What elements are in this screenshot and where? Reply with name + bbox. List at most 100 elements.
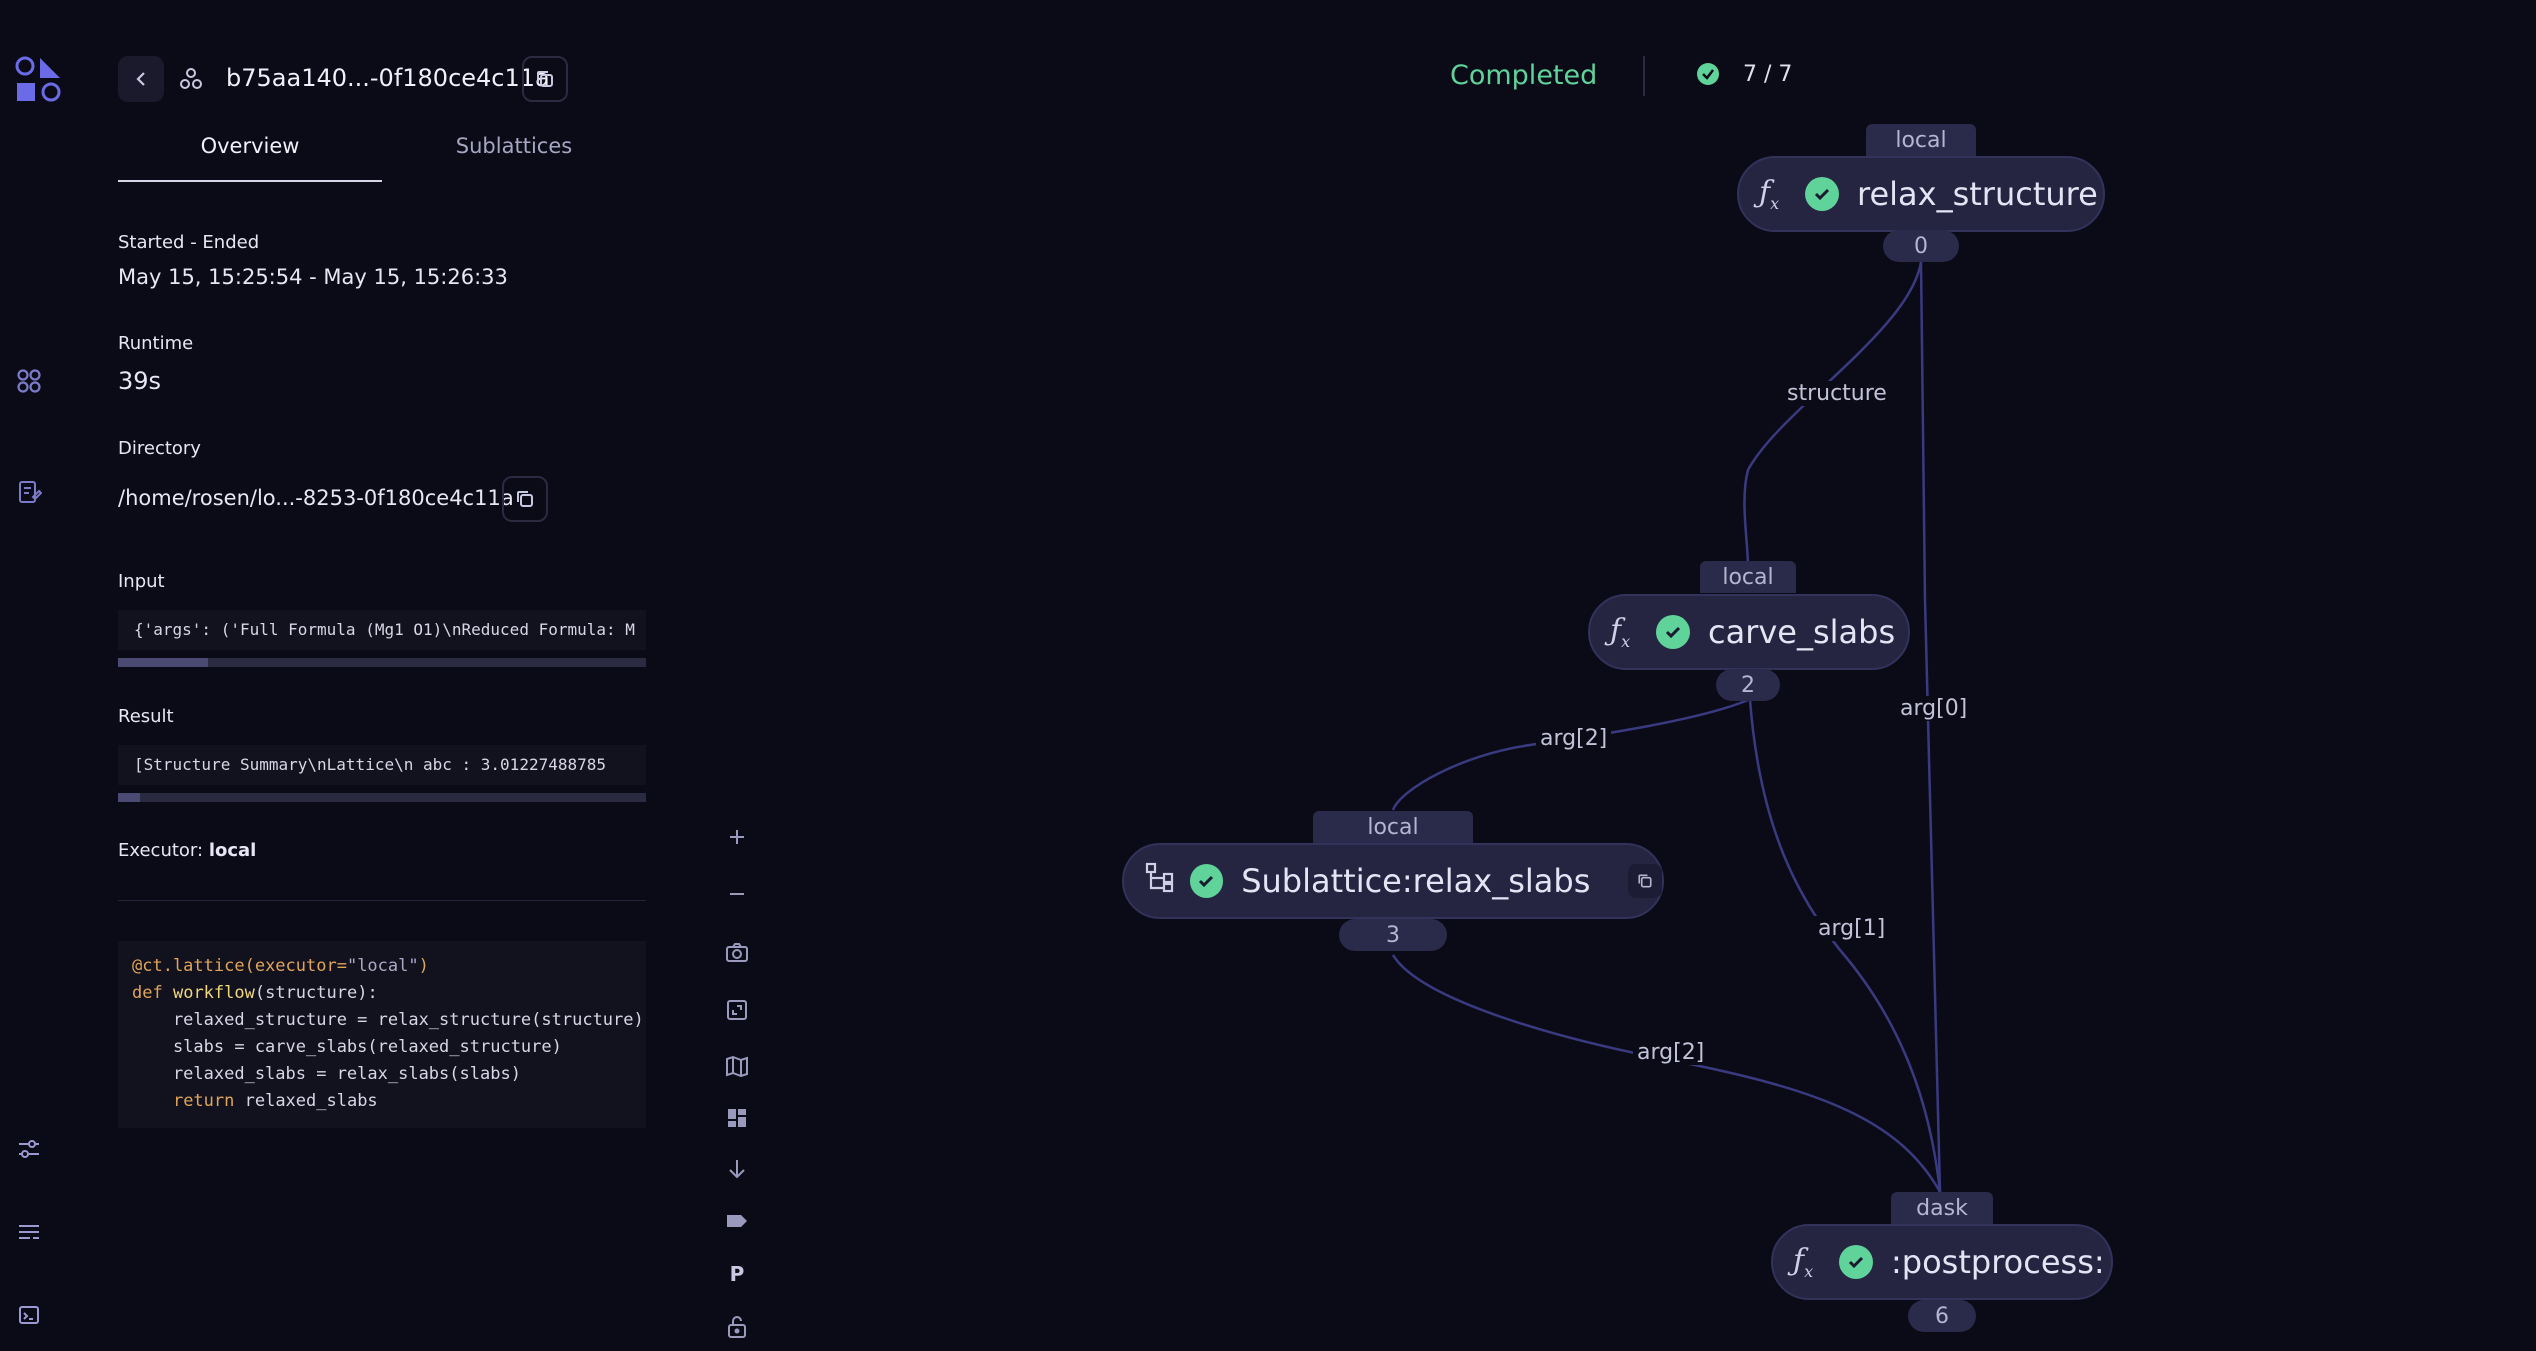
- zoom-in-button[interactable]: [720, 820, 754, 854]
- code-decorator-end: ): [418, 956, 429, 976]
- input-scrollbar[interactable]: [118, 658, 646, 667]
- lattices-nav-icon[interactable]: [14, 366, 44, 396]
- p-label: P: [729, 1262, 745, 1286]
- tag-icon: [727, 1215, 747, 1227]
- minimap-button[interactable]: [720, 1049, 754, 1083]
- tab-sublattices-label: Sublattices: [455, 134, 573, 158]
- node-postprocess[interactable]: ƒx :postprocess:: [1771, 1224, 2113, 1300]
- labels-toggle-button[interactable]: [720, 1204, 754, 1238]
- back-button[interactable]: [118, 56, 164, 102]
- node-name: :postprocess:: [1891, 1243, 2105, 1281]
- edge-label-arg2-postprocess: arg[2]: [1633, 1040, 1709, 1065]
- function-icon: ƒx: [1793, 1243, 1814, 1281]
- node-executor-tag: local: [1313, 811, 1473, 843]
- parameters-toggle-button[interactable]: P: [720, 1257, 754, 1291]
- status-label: Completed: [1450, 60, 1598, 91]
- dispatch-id: b75aa140...-0f180ce4c11a: [226, 64, 550, 92]
- completed-check-icon: [1656, 615, 1690, 649]
- logs-nav-icon[interactable]: [14, 477, 44, 507]
- result-scrollbar-thumb[interactable]: [118, 793, 140, 802]
- node-number: 3: [1339, 919, 1447, 951]
- node-executor-tag: local: [1700, 561, 1796, 593]
- copy-icon: [517, 491, 533, 507]
- result-label: Result: [118, 706, 174, 727]
- started-ended-value: May 15, 15:25:54 - May 15, 15:26:33: [118, 265, 508, 289]
- started-ended-label: Started - Ended: [118, 232, 260, 253]
- tab-overview[interactable]: Overview: [118, 130, 382, 182]
- input-value: {'args': ('Full Formula (Mg1 O1)\nReduce…: [118, 610, 646, 650]
- code-def-keyword: def: [132, 983, 163, 1003]
- result-value: [Structure Summary\nLattice\n abc : 3.01…: [118, 745, 646, 785]
- edge-label-arg0: arg[0]: [1896, 696, 1972, 721]
- dispatch-icon: [178, 66, 204, 92]
- result-scrollbar[interactable]: [118, 793, 646, 802]
- code-function-name: workflow: [172, 983, 255, 1003]
- edge-carve-to-sublattice: [1391, 698, 1749, 811]
- fit-view-button[interactable]: [720, 993, 754, 1027]
- runtime-label: Runtime: [118, 333, 194, 354]
- logo-icon: [15, 56, 61, 102]
- completed-check-icon: [1189, 864, 1224, 898]
- node-sublattice-relax-slabs[interactable]: Sublattice:relax_slabs: [1122, 843, 1664, 919]
- copy-icon[interactable]: [1628, 864, 1662, 898]
- status-check-icon: [1697, 63, 1719, 85]
- code-line: relaxed_slabs = relax_slabs(slabs): [132, 1064, 521, 1084]
- input-scrollbar-thumb[interactable]: [118, 658, 208, 667]
- direction-button[interactable]: [720, 1152, 754, 1186]
- node-executor-tag: dask: [1891, 1192, 1993, 1224]
- input-label: Input: [118, 571, 165, 592]
- layout-button[interactable]: [720, 1101, 754, 1135]
- code-decorator-arg: executor=: [254, 956, 347, 976]
- camera-icon: [726, 943, 748, 962]
- divider: [118, 900, 646, 901]
- terminal-icon[interactable]: [14, 1300, 44, 1330]
- edge-label-structure: structure: [1783, 381, 1891, 406]
- minus-icon: [730, 893, 744, 895]
- completed-check-icon: [1805, 177, 1839, 211]
- lock-open-icon: [728, 1316, 746, 1338]
- list-settings-icon[interactable]: [14, 1218, 44, 1248]
- edge-arg2-postprocess: [1391, 954, 1942, 1193]
- fit-view-icon: [727, 1000, 747, 1020]
- completed-check-icon: [1839, 1245, 1873, 1279]
- zoom-out-button[interactable]: [720, 877, 754, 911]
- function-icon: ƒx: [1610, 613, 1631, 651]
- code-return-keyword: return: [172, 1091, 235, 1111]
- lock-button[interactable]: [720, 1310, 754, 1344]
- node-relax-structure[interactable]: ƒx relax_structure: [1737, 156, 2105, 232]
- copy-icon: [537, 71, 553, 87]
- node-number: 6: [1908, 1300, 1976, 1332]
- tab-sublattices[interactable]: Sublattices: [382, 130, 646, 182]
- node-name: relax_structure: [1857, 175, 2098, 213]
- node-name: carve_slabs: [1708, 613, 1896, 651]
- copy-directory-button[interactable]: [502, 476, 548, 522]
- executor-value: local: [208, 840, 257, 861]
- copy-dispatch-id-button[interactable]: [522, 56, 568, 102]
- status-divider: [1643, 56, 1645, 96]
- edge-arg1: [1748, 699, 1942, 1193]
- node-executor-tag: local: [1866, 124, 1976, 156]
- app-logo[interactable]: [14, 56, 64, 106]
- lattice-source-code: @ct.lattice(executor="local") def workfl…: [118, 941, 646, 1128]
- map-icon: [726, 1055, 748, 1077]
- layout-grid-icon: [728, 1109, 746, 1127]
- function-icon: ƒx: [1759, 175, 1780, 213]
- plus-icon: [730, 830, 744, 844]
- node-number: 2: [1716, 669, 1780, 701]
- code-decorator-str: "local": [346, 956, 419, 976]
- edge-label-arg1: arg[1]: [1814, 916, 1890, 941]
- edge-arg0: [1919, 261, 1942, 1193]
- settings-sliders-icon[interactable]: [14, 1134, 44, 1164]
- code-line: relaxed_structure = relax_structure(stru…: [132, 1010, 644, 1030]
- directory-label: Directory: [118, 438, 201, 459]
- tab-overview-label: Overview: [200, 134, 300, 158]
- runtime-value: 39s: [118, 367, 162, 395]
- node-carve-slabs[interactable]: ƒx carve_slabs: [1588, 594, 1910, 670]
- executor-row: Executor: local: [118, 840, 256, 861]
- code-line: slabs = carve_slabs(relaxed_structure): [132, 1037, 562, 1057]
- screenshot-button[interactable]: [720, 935, 754, 969]
- code-decorator: @ct.lattice(: [132, 956, 255, 976]
- arrow-down-icon: [729, 1160, 745, 1179]
- sublattice-icon: [1144, 861, 1184, 901]
